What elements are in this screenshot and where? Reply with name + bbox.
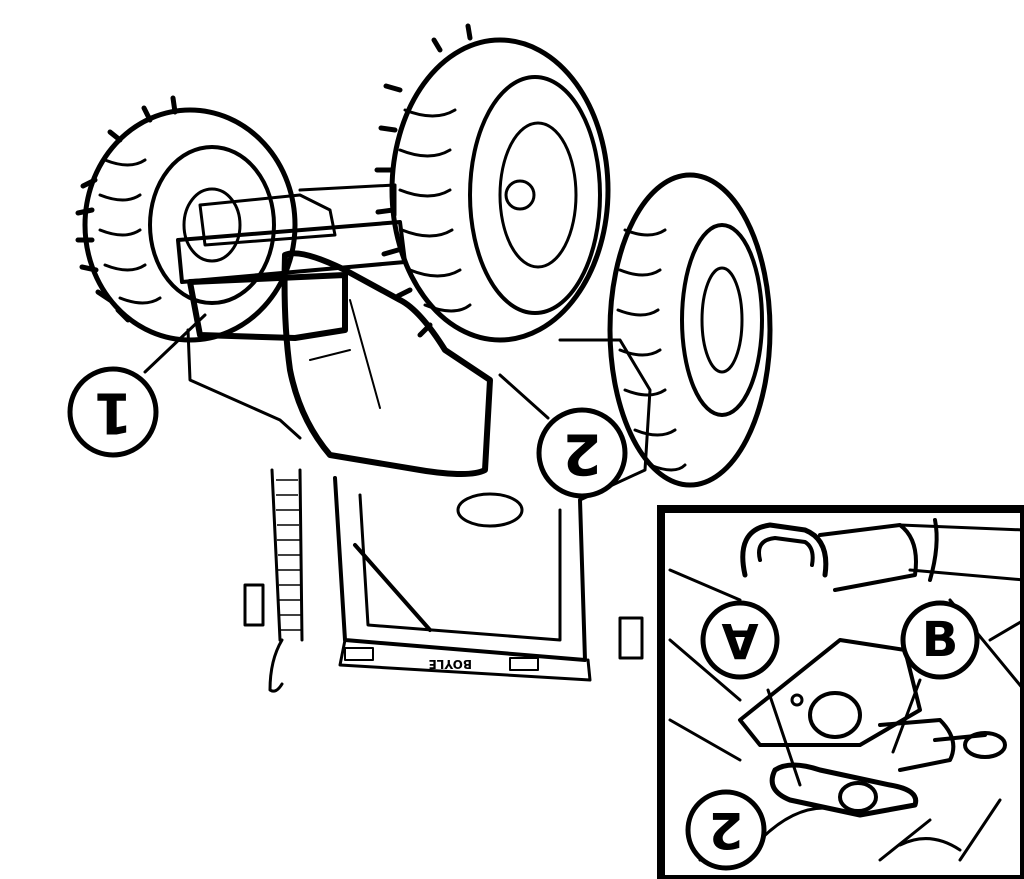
inset-illustration — [668, 518, 1024, 862]
inset-detail-panel — [657, 505, 1024, 879]
inset-callout-b-label: B — [922, 612, 959, 668]
inset-callout-b: B — [900, 600, 980, 680]
inset-callout-a-label: A — [721, 612, 758, 668]
inset-callout-2-label: 2 — [709, 801, 744, 859]
inset-callout-a: A — [700, 600, 780, 680]
callout-2-leader — [498, 373, 550, 420]
tractor-illustration: BOYLE — [75, 23, 773, 693]
nameplate-text: BOYLE — [429, 657, 472, 671]
front-guard-panel — [186, 272, 348, 440]
front-right-tire — [607, 172, 773, 488]
inset-callout-2: 2 — [685, 789, 767, 871]
inset-callout-a-leader — [766, 688, 802, 787]
underside-shield — [281, 250, 493, 477]
callout-2: 2 — [536, 407, 628, 499]
front-top-tire — [374, 23, 611, 343]
callout-1: 1 — [67, 366, 159, 458]
callout-2-label: 2 — [563, 421, 602, 486]
inset-callout-b-leader — [891, 678, 922, 754]
left-rear-tire — [75, 95, 298, 343]
chassis-block — [176, 183, 652, 502]
callout-1-label: 1 — [94, 380, 133, 445]
cab-frame: BOYLE — [243, 468, 644, 693]
callout-1-leader — [143, 313, 207, 374]
